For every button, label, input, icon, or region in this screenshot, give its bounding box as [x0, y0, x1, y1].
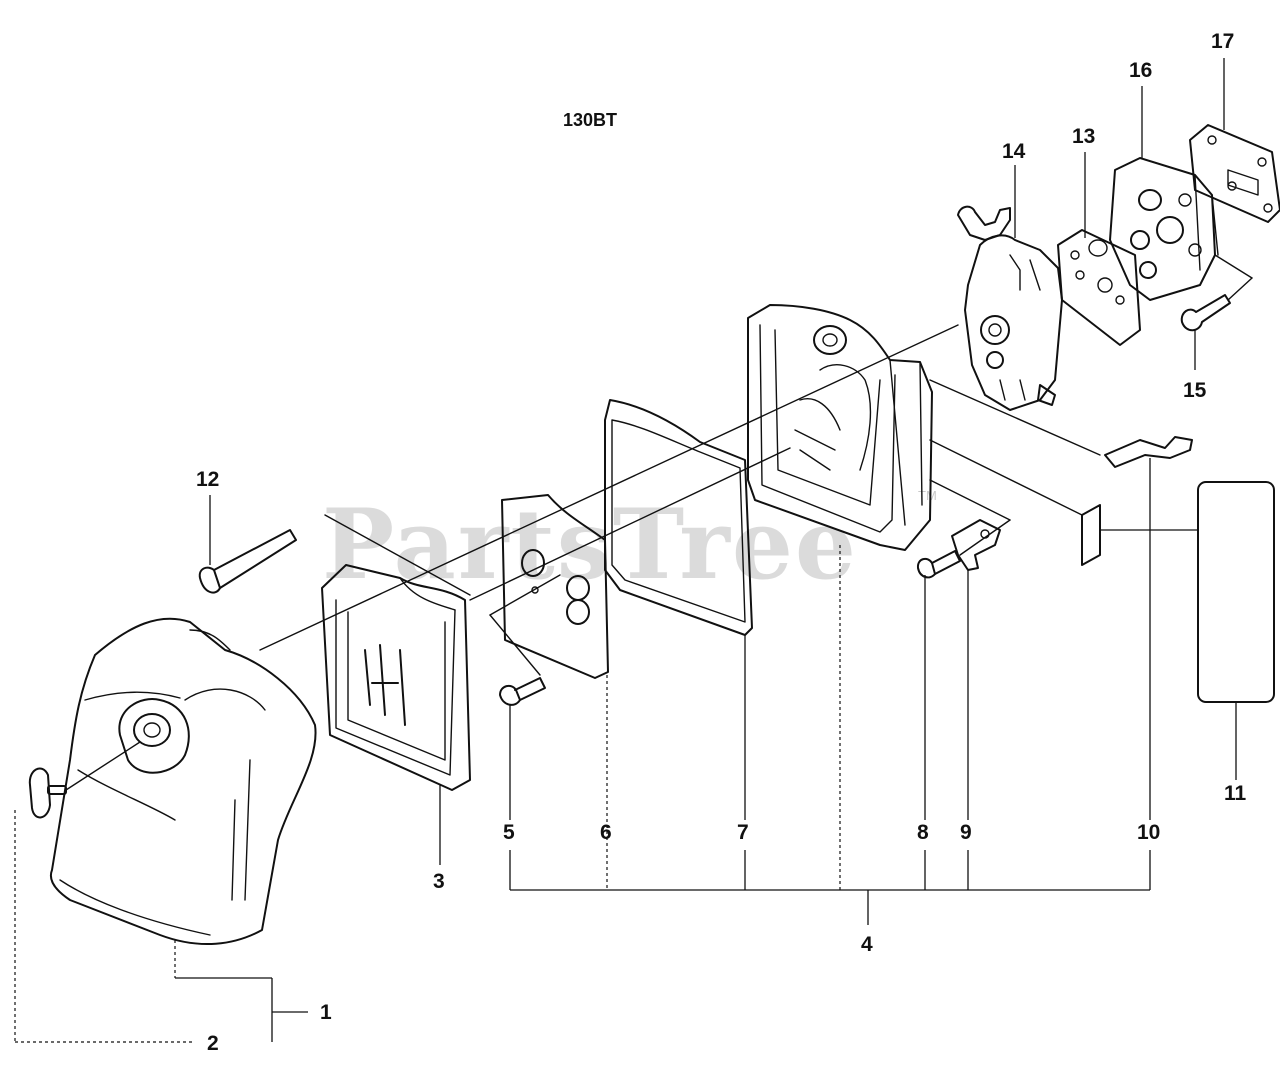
part-label-16: 16 [1129, 59, 1152, 82]
choke-lever-drawing [1104, 436, 1193, 468]
part-label-10: 10 [1137, 821, 1160, 844]
part-label-6: 6 [600, 821, 612, 844]
part-label-14: 14 [1002, 140, 1026, 163]
part-label-4: 4 [861, 933, 873, 956]
filter-housing-drawing [747, 304, 933, 551]
carb-screw-drawing [1180, 294, 1231, 332]
part-label-5: 5 [503, 821, 515, 844]
seal-ring-drawing [604, 399, 753, 636]
part-labels: 1 2 3 4 5 6 7 8 9 10 11 12 13 14 15 16 1… [196, 30, 1247, 1055]
decal-small-drawing [1081, 504, 1101, 566]
part-label-2: 2 [207, 1032, 219, 1055]
part-label-17: 17 [1211, 30, 1234, 53]
filter-element-drawing [321, 564, 471, 791]
decal-drawing [1197, 481, 1275, 703]
part-label-13: 13 [1072, 125, 1095, 148]
screw-5-drawing [499, 677, 546, 706]
carburetor-drawing [957, 205, 1063, 411]
watermark-trademark: TM [918, 488, 937, 503]
intake-manifold-drawing [1109, 157, 1219, 301]
part-label-8: 8 [917, 821, 929, 844]
callout-leaders [14, 58, 1237, 1043]
part-label-12: 12 [196, 468, 219, 491]
carburetor-gasket-drawing [1057, 229, 1141, 346]
assembly-lines [259, 254, 1253, 676]
gasket-plate-drawing [501, 494, 609, 679]
air-filter-cover-drawing [28, 617, 317, 945]
manifold-gasket-drawing [1189, 124, 1280, 223]
model-label: 130BT [563, 110, 617, 130]
part-label-3: 3 [433, 870, 445, 893]
long-bolt-drawing [198, 529, 297, 594]
part-label-9: 9 [960, 821, 972, 844]
part-label-11: 11 [1224, 782, 1247, 805]
screw-8-drawing [916, 550, 961, 579]
part-label-7: 7 [737, 821, 749, 844]
part-label-1: 1 [320, 1001, 332, 1024]
part-label-15: 15 [1183, 379, 1207, 402]
